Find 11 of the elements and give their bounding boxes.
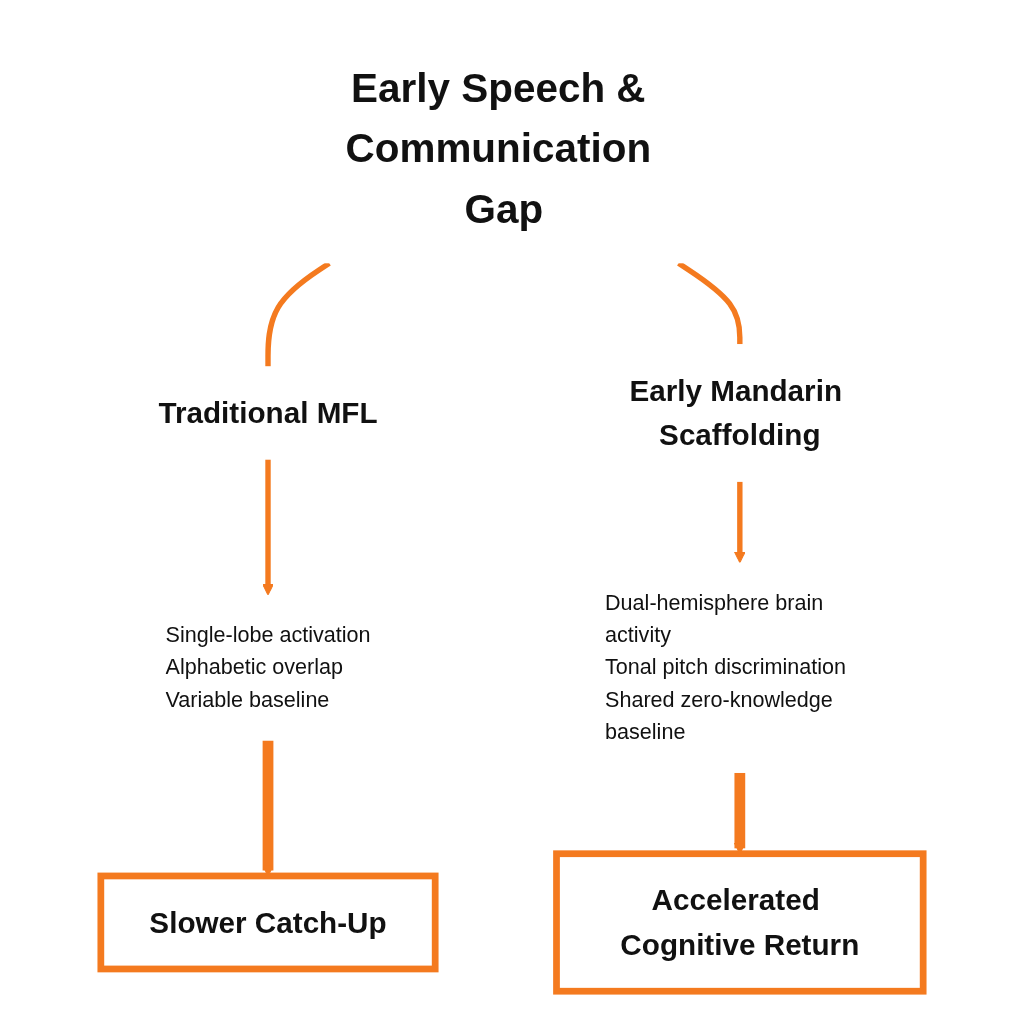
node-box: Accelerated Cognitive Return bbox=[553, 850, 927, 995]
node-text: Dual-hemisphere brain activity Tonal pitch discrimination Shared zero-knowledge baseline bbox=[605, 590, 846, 744]
node-text: Single-lobe activation Alphabetic overlap Variable baseline bbox=[165, 623, 371, 711]
connector bbox=[265, 261, 331, 367]
arrow bbox=[262, 459, 274, 596]
node-text: Early Speech & Communication Gap bbox=[345, 65, 652, 231]
node-box: Slower Catch-Up bbox=[97, 872, 439, 973]
connector bbox=[677, 261, 743, 345]
node-text: Early Mandarin Scaffolding bbox=[629, 373, 843, 453]
node-text: Traditional MFL bbox=[158, 396, 378, 430]
arrow bbox=[733, 481, 746, 564]
